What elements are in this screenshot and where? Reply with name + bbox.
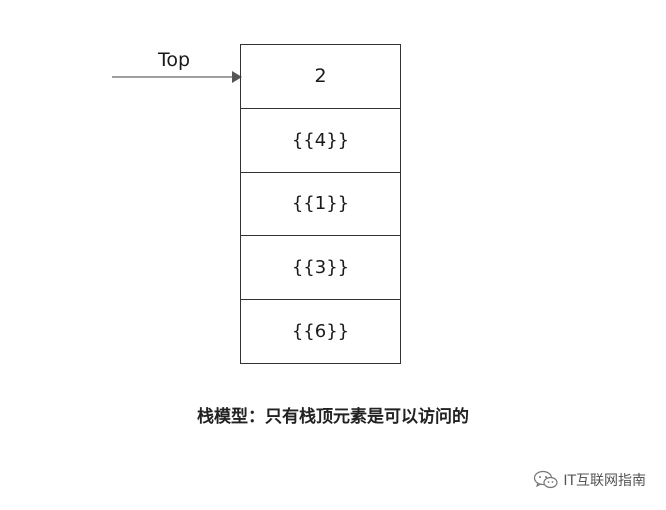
stack-cell-3: {{1}} bbox=[241, 171, 400, 236]
top-pointer-arrow bbox=[112, 71, 242, 83]
stack-box: 2 {{4}} {{1}} {{3}} {{6}} bbox=[240, 44, 401, 364]
watermark: IT互联网指南 bbox=[533, 470, 646, 490]
stack-cell-top: 2 bbox=[314, 65, 327, 88]
diagram-caption: 栈模型：只有栈顶元素是可以访问的 bbox=[197, 407, 469, 427]
stack-cell-4: {{3}} bbox=[241, 235, 400, 299]
top-pointer-label: Top bbox=[158, 49, 191, 71]
stack-cell-bottom: {{6}} bbox=[241, 299, 400, 363]
stack-cell-2: {{4}} bbox=[241, 107, 400, 172]
watermark-text: IT互联网指南 bbox=[563, 473, 646, 489]
wechat-icon bbox=[534, 470, 558, 489]
